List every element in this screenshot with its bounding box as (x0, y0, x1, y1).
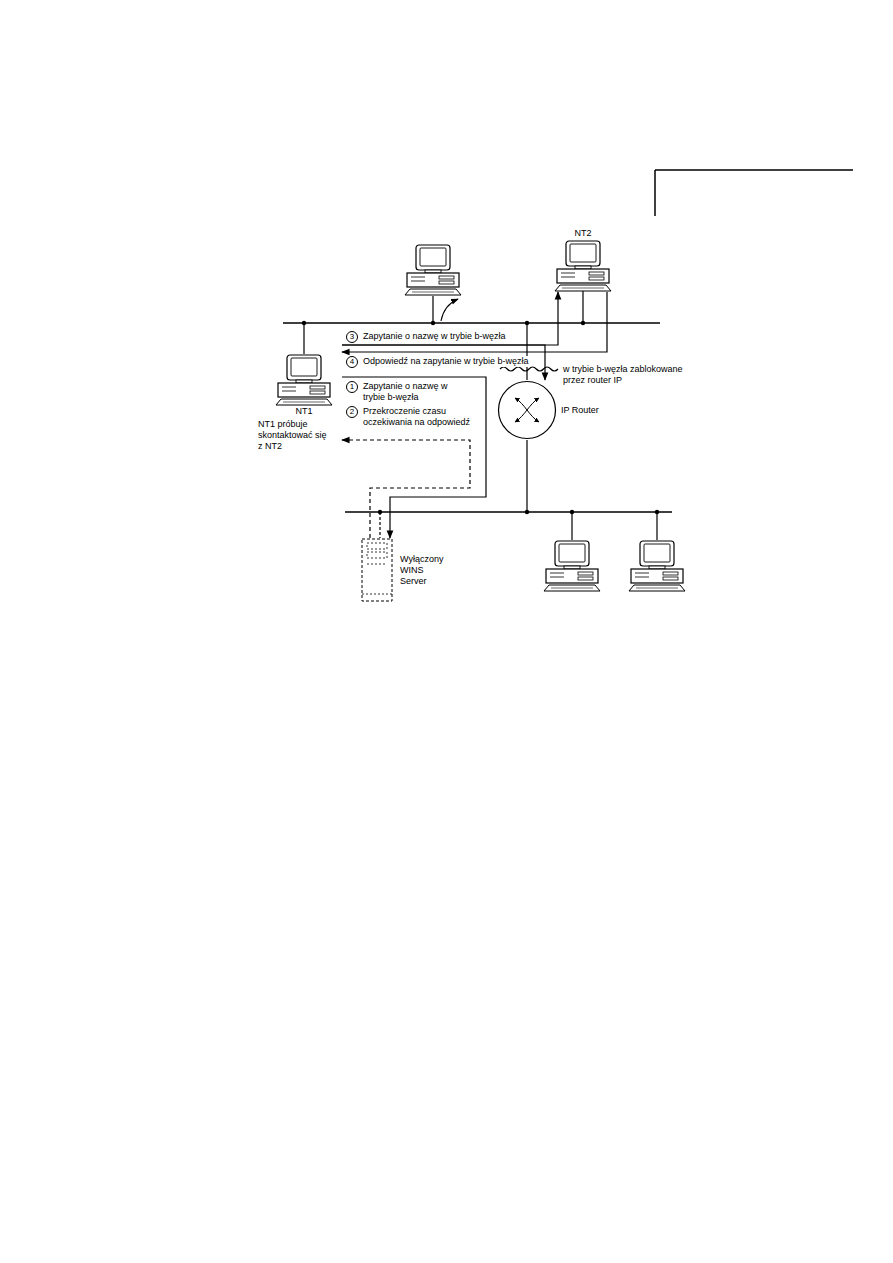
callout-number: 1 (346, 381, 358, 393)
callout-number: 3 (346, 331, 358, 343)
network-drop (582, 291, 583, 323)
computer-icon (274, 354, 334, 406)
page-header-mark (655, 170, 853, 216)
message-arrow (342, 292, 607, 352)
junction-dot (302, 321, 306, 325)
network-bus (283, 322, 660, 324)
computer-icon (629, 541, 685, 591)
callout-number: 2 (346, 406, 358, 418)
computer-node: NT1NT1 próbuje skontaktować się z NT2 (258, 340, 342, 452)
callout-number: 4 (346, 356, 358, 368)
node-label: Wyłączony WINS Server (400, 554, 446, 587)
step-label: Zapytanie o nazwę w trybie b-węzła (362, 331, 507, 342)
network-bus (345, 511, 672, 513)
step-label: Odpowiedź na zapytanie w trybie b-węzła (362, 356, 530, 367)
message-arrow (342, 292, 558, 345)
router-symbol (499, 382, 556, 439)
junction-dot (655, 510, 659, 514)
router-node: IP Router (497, 380, 599, 440)
note-text: NT1 próbuje skontaktować się z NT2 (258, 419, 328, 452)
computer-icon (544, 541, 600, 591)
bus-junctions (302, 321, 659, 514)
network-drop (303, 323, 304, 354)
header-rule (655, 169, 853, 171)
header-rule (654, 170, 656, 216)
network-drop (571, 512, 572, 540)
step-label: Przekroczenie czasu oczekiwania na odpow… (362, 406, 480, 428)
router-link (526, 440, 527, 512)
junction-dot (525, 321, 529, 325)
broadcast-arrow (441, 299, 458, 321)
junction-dot (378, 510, 382, 514)
computer-node: NT2 (553, 228, 613, 292)
computer-icon (555, 241, 611, 291)
router-link (526, 323, 527, 380)
message-arrow (342, 345, 545, 380)
router-symbol (497, 380, 557, 440)
network-drop (379, 512, 380, 538)
junction-dot (431, 321, 435, 325)
node-label: IP Router (561, 405, 599, 416)
blocked-wave (500, 367, 558, 371)
message-arrow (342, 440, 470, 538)
junction-dot (570, 510, 574, 514)
server-symbol (362, 539, 392, 601)
message-arrow (342, 377, 486, 538)
junction-dot (581, 321, 585, 325)
network-drop (656, 512, 657, 540)
junction-dot (525, 510, 529, 514)
note-text: w trybie b-węzła zablokowane przez route… (563, 364, 695, 386)
node-label: NT2 (553, 228, 613, 239)
server-node: Wyłączony WINS Server (360, 538, 446, 602)
computer-icon (276, 355, 332, 405)
computer-icon (405, 245, 461, 295)
node-label: NT1 (274, 406, 334, 417)
server-symbol (360, 538, 394, 602)
computer-icon (553, 240, 613, 292)
network-drop (432, 296, 433, 323)
step-label: Zapytanie o nazwę w trybie b-węzła (362, 381, 456, 403)
